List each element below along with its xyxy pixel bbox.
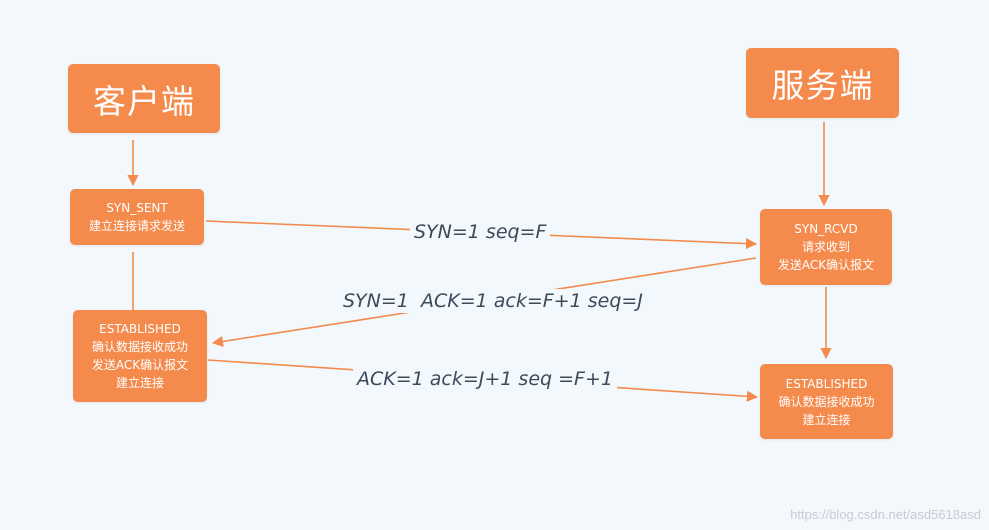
server-step-line: 发送ACK确认报文	[777, 258, 875, 272]
server-syn-rcvd-box: SYN_RCVD 请求收到 发送ACK确认报文	[760, 209, 892, 285]
client-title: 客户端	[93, 81, 195, 121]
client-step-line: 建立连接	[115, 376, 164, 390]
server-step-state: SYN_RCVD	[794, 222, 858, 236]
server-title: 服务端	[771, 66, 874, 105]
server-title-box: 服务端	[746, 48, 899, 118]
server-step-state: ESTABLISHED	[785, 376, 868, 391]
client-step-line: 确认数据接收成功	[91, 340, 188, 354]
client-title-box: 客户端	[68, 64, 220, 133]
client-syn-sent-box: SYN_SENT 建立连接请求发送	[70, 189, 204, 245]
server-step-line: 请求收到	[801, 240, 850, 254]
server-established-box: ESTABLISHED 确认数据接收成功 建立连接	[760, 364, 893, 439]
server-step-line: 建立连接	[802, 412, 851, 427]
client-step-line: 建立连接请求发送	[88, 219, 185, 233]
client-step-state: SYN_SENT	[106, 201, 168, 215]
message-label-ack: ACK=1 ack=J+1 seq =F+1	[353, 367, 617, 391]
server-step-line: 确认数据接收成功	[778, 394, 875, 409]
client-step-line: 发送ACK确认报文	[91, 358, 189, 372]
watermark: https://blog.csdn.net/asd5618asd	[790, 507, 981, 522]
client-established-box: ESTABLISHED 确认数据接收成功 发送ACK确认报文 建立连接	[73, 310, 207, 402]
message-label-syn: SYN=1 seq=F	[410, 220, 551, 244]
client-step-state: ESTABLISHED	[99, 322, 181, 336]
message-label-syn-ack: SYN=1 ACK=1 ack=F+1 seq=J	[339, 289, 647, 313]
